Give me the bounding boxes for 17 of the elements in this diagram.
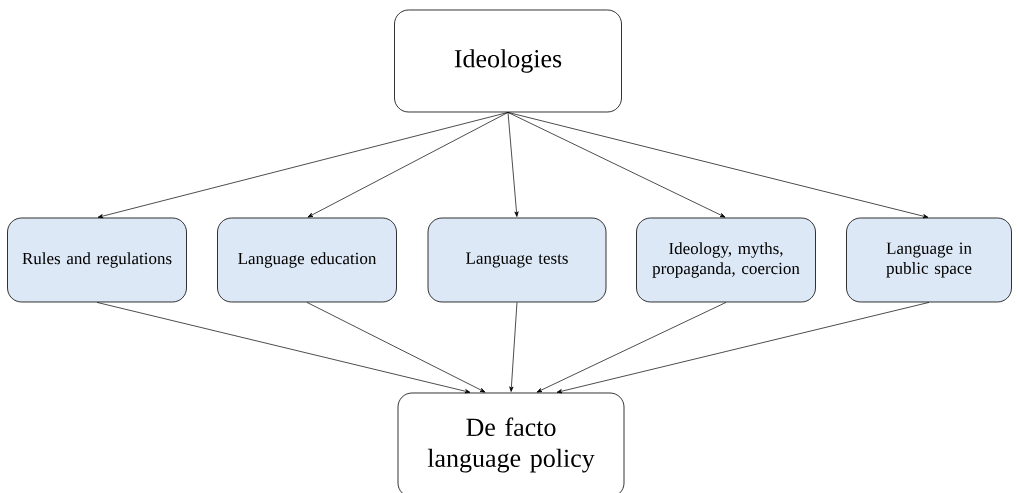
process-box: Ideology, myths, propaganda, coercion (636, 217, 816, 303)
arrow (507, 112, 726, 218)
arrow (507, 112, 519, 217)
arrow (536, 302, 727, 393)
arrow (507, 112, 929, 219)
arrow (509, 302, 518, 392)
arrow (97, 112, 509, 219)
arrow (96, 302, 471, 394)
process-box: Language in public space (846, 217, 1012, 303)
process-box: Language education (217, 217, 397, 303)
arrow (306, 302, 486, 393)
process-box: Rules and regulations (7, 217, 187, 303)
arrow (556, 302, 930, 394)
process-box: Language tests (427, 217, 607, 303)
rounded-box: De facto language policy (397, 392, 625, 493)
rounded-box: Ideologies (394, 9, 622, 113)
arrow (307, 112, 509, 218)
